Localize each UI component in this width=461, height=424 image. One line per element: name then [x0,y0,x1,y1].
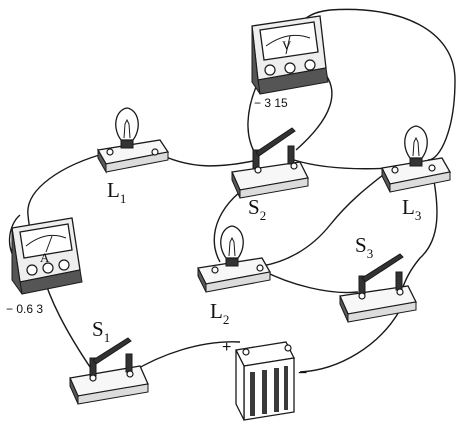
switch-s2-terminal-right [290,162,298,170]
bulb-l1-terminal-right [151,148,159,156]
bulb-l3 [381,125,452,193]
switch-s2-post-right [287,145,295,165]
ammeter-scale-arc [25,234,67,247]
bulb-l3-glass [404,125,428,159]
voltmeter-terminal-3 [284,62,296,74]
switch-s3-terminal-right [396,288,404,296]
switch-s1-terminal-right [126,370,134,378]
bulb-l2-base-side [197,267,207,293]
bulb-l2-filament [228,236,236,257]
ammeter-symbol: A [40,250,50,265]
battery-cell-1 [250,372,255,416]
switch-s1-post-right [125,353,133,373]
bulb-l1-filament [123,118,131,139]
battery [235,341,295,421]
ammeter-terminal-labels: − 0.6 3 [6,302,43,316]
voltmeter-terminal-neg [264,64,276,76]
ammeter-base-side [11,227,23,295]
battery-side [235,349,245,421]
switch-s1-base-side [69,377,79,405]
wire-s1-to-battery [131,341,241,373]
label-l2: L2 [210,299,229,327]
ammeter-terminal-06 [42,262,54,274]
switch-s2 [231,127,309,199]
label-l3: L3 [402,195,421,223]
voltmeter-terminal-labels: − 3 15 [254,96,288,110]
switch-s3-base-side [339,295,349,323]
ammeter-face [19,223,73,259]
bulb-l3-terminal-left [391,166,399,174]
bulb-l1-socket [120,139,134,149]
battery-terminal-plus [242,348,250,356]
switch-s3 [339,253,417,323]
label-l1: L1 [107,178,126,206]
wire-s2-to-l3 [293,159,393,170]
battery-minus-sign: − [298,365,307,382]
bulb-l3-filament [412,136,420,157]
wire-l3-to-l2 [261,167,393,267]
bulb-l2-socket [225,257,239,267]
switch-s3-lever [361,253,404,283]
wire-l3-to-s3 [401,169,438,291]
battery-cell-3 [274,368,279,412]
voltmeter [251,15,329,95]
switch-s2-base-side [231,171,241,199]
bulb-l2-terminal-right [256,264,264,272]
voltmeter-terminal-15 [304,59,316,71]
wire-l1-to-s2 [154,151,259,167]
voltmeter-base-side [251,25,261,95]
battery-terminal-minus [284,344,292,352]
wire-s3-to-battery [299,309,401,373]
switch-s2-terminal-left [254,166,262,174]
bulb-l1 [96,107,170,174]
switch-s3-terminal-left [358,292,366,300]
battery-plus-sign: + [222,339,231,356]
label-s3: S3 [355,233,373,261]
bulb-l1-glass [115,107,139,141]
switch-s1-terminal-left [89,374,97,382]
ammeter-needle [45,235,53,253]
bulb-l3-base-side [381,167,391,193]
bulb-l1-terminal-left [106,148,114,156]
label-s2: S2 [248,195,266,223]
bulb-l3-terminal-right [428,164,436,172]
bulb-l3-socket [409,157,423,167]
voltmeter-scale-arc [265,34,311,47]
switch-s3-post-right [395,271,403,291]
wire-l2-to-s3 [261,269,359,294]
switch-s2-lever [255,127,296,157]
ammeter-terminal-neg [26,264,38,276]
bulb-l2 [197,225,272,293]
ammeter-terminal-3 [58,259,70,271]
bulb-l2-glass [220,225,244,259]
wires [8,8,456,373]
battery-cell-2 [262,370,267,414]
switch-s1-lever [92,337,132,365]
label-s1: S1 [92,317,110,345]
voltmeter-symbol: V [282,38,292,53]
battery-cell-4 [284,366,288,410]
voltmeter-needle [285,35,291,55]
bulb-l2-terminal-left [211,266,219,274]
ammeter [11,217,83,295]
bulb-l1-base-side [97,148,107,174]
switch-s1 [69,337,149,405]
